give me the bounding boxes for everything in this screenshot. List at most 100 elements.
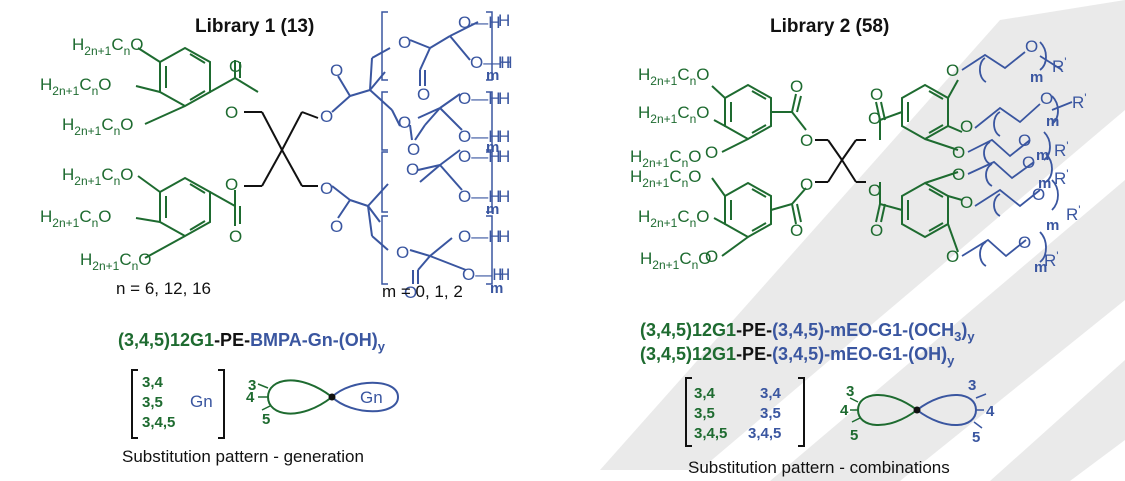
pattern-entry-right: 3,4: [760, 385, 782, 402]
oxygen-label: O: [398, 113, 411, 132]
benzene-ring: [159, 176, 211, 238]
oxygen-label: O: [1025, 37, 1038, 56]
oxygen-label: O: [229, 57, 242, 76]
m-subscript: m: [490, 280, 503, 297]
oxygen-label: O: [1032, 185, 1045, 204]
position-label: 3: [248, 377, 256, 394]
oxygen-label: O: [870, 85, 883, 104]
library2-right-rings: [875, 79, 963, 253]
oxygen-label: O: [407, 140, 420, 159]
library1-pe-core: [244, 111, 319, 187]
alkoxy-label: H2n+1CnO: [62, 115, 134, 138]
m-subscript: m: [1030, 69, 1043, 86]
oxygen-label: O: [320, 107, 333, 126]
oh-terminal: O—H: [470, 53, 513, 72]
h-terminal: H: [498, 147, 510, 166]
library1-pattern-matrix: 3,4 3,5 3,4,5 Gn: [131, 369, 225, 439]
m-subscript: m: [1036, 147, 1049, 164]
library1-schematic: 3 4 5 Gn: [246, 377, 400, 428]
pattern-entry-right: 3,5: [760, 405, 781, 422]
generation-label: Gn: [360, 388, 383, 407]
oxygen-label: O: [1018, 131, 1031, 150]
pattern-entry: 3,5: [142, 394, 163, 411]
alkoxy-label: H2n+1CnO: [640, 249, 712, 272]
oh-terminal: O—H: [462, 265, 505, 284]
oxygen-label: O: [800, 175, 813, 194]
core-dot: [328, 393, 336, 401]
oxygen-label: O: [790, 221, 803, 240]
library1-alkoxy-labels: H2n+1CnO H2n+1CnO H2n+1CnO H2n+1CnO H2n+…: [40, 35, 152, 273]
library2-green-oxygens: O O O O O O: [705, 77, 813, 266]
alkoxy-label: H2n+1CnO: [40, 75, 112, 98]
library-1: Library 1 (13) H2n+1CnO H2n+1CnO H2n+1Cn…: [40, 11, 513, 466]
h-terminal: H: [498, 53, 510, 72]
alkoxy-label: H2n+1CnO: [630, 167, 702, 190]
r-prime-label: R': [1072, 91, 1087, 112]
pattern-entry: 3,4,5: [142, 414, 175, 431]
oxygen-label: O: [1022, 153, 1035, 172]
blue-lobe: [330, 381, 400, 413]
library-2: Library 2 (58) H2n+1CnO H2n+1CnO H2n+1Cn…: [630, 16, 1087, 477]
h-terminal: H: [498, 187, 510, 206]
library1-blue-oxygens: O O O O O O O O O O O: [320, 33, 430, 302]
h-terminal: H: [498, 89, 510, 108]
oxygen-label: O: [330, 61, 343, 80]
library2-chain-labels: O O O O O O R' R' R' R' R' R' m m m m m …: [1018, 37, 1087, 276]
pattern-entry: 3,4: [142, 374, 164, 391]
pattern-generation: Gn: [190, 392, 213, 411]
pattern-entry-left: 3,4,5: [694, 425, 727, 442]
library1-title: Library 1 (13): [195, 16, 314, 37]
h-terminal: H: [498, 227, 510, 246]
library2-caption-och3: (3,4,5)12G1-PE-(3,4,5)-mEO-G1-(OCH3)y: [640, 320, 975, 344]
alkoxy-label: H2n+1CnO: [40, 207, 112, 230]
library1-brackets: [381, 11, 493, 285]
green-lobe: [266, 379, 334, 415]
alkoxy-label: H2n+1CnO: [638, 65, 710, 88]
oh-terminal: O—H: [458, 147, 501, 166]
m-subscript: m: [1046, 113, 1059, 130]
oxygen-label: O: [1040, 89, 1053, 108]
r-prime-label: R': [1054, 139, 1069, 160]
library1-description: Substitution pattern - generation: [122, 447, 364, 466]
alkoxy-label: H2n+1CnO: [638, 103, 710, 126]
m-subscript: m: [1046, 217, 1059, 234]
m-values-note: m = 0, 1, 2: [382, 282, 463, 301]
pattern-entry-left: 3,4: [694, 385, 716, 402]
oxygen-label: O: [320, 179, 333, 198]
oxygen-label: O: [952, 165, 965, 184]
oxygen-label: O: [790, 77, 803, 96]
oxygen-label: O: [960, 117, 973, 136]
oxygen-label: O: [952, 143, 965, 162]
oxygen-label: O: [946, 61, 959, 80]
oh-terminal: O—H: [458, 187, 501, 206]
oxygen-label: O: [396, 243, 409, 262]
oxygen-label: O: [225, 103, 238, 122]
alkoxy-label: H2n+1CnO: [80, 250, 152, 273]
alkoxy-label: H2n+1CnO: [62, 165, 134, 188]
library2-schematic: 3 4 5 3 4 5: [840, 377, 995, 446]
library2-peg-chains: [961, 41, 1073, 267]
oxygen-label: O: [417, 85, 430, 104]
position-label: 3: [846, 383, 854, 400]
library1-caption: (3,4,5)12G1-PE-BMPA-Gn-(OH)y: [118, 330, 386, 354]
oh-terminal: O—H: [458, 89, 501, 108]
library1-terminal-groups: O—H H O—H H m O—H H O—H H m O—H H O—H H …: [458, 11, 513, 297]
position-label: 5: [850, 427, 858, 444]
oxygen-label: O: [960, 193, 973, 212]
library2-title: Library 2 (58): [770, 16, 889, 37]
oxygen-label: O: [705, 143, 718, 162]
r-prime-label: R': [1066, 203, 1081, 224]
library1-aromatic-core: [135, 46, 259, 259]
library2-alkoxy-labels: H2n+1CnO H2n+1CnO H2n+1CnO H2n+1CnO H2n+…: [630, 65, 712, 272]
oxygen-label: O: [705, 247, 718, 266]
oxygen-label: O: [229, 227, 242, 246]
library2-caption-oh: (3,4,5)12G1-PE-(3,4,5)-mEO-G1-(OH)y: [640, 344, 955, 368]
library2-pattern-matrix: 3,4 3,5 3,4,5 3,4 3,5 3,4,5: [685, 377, 805, 447]
position-label: 5: [972, 429, 980, 446]
m-subscript: m: [1038, 175, 1051, 192]
h-terminal: H: [498, 127, 510, 146]
oxygen-label: O: [868, 109, 881, 128]
core-dot: [913, 406, 921, 414]
oxygen-label: O: [946, 247, 959, 266]
